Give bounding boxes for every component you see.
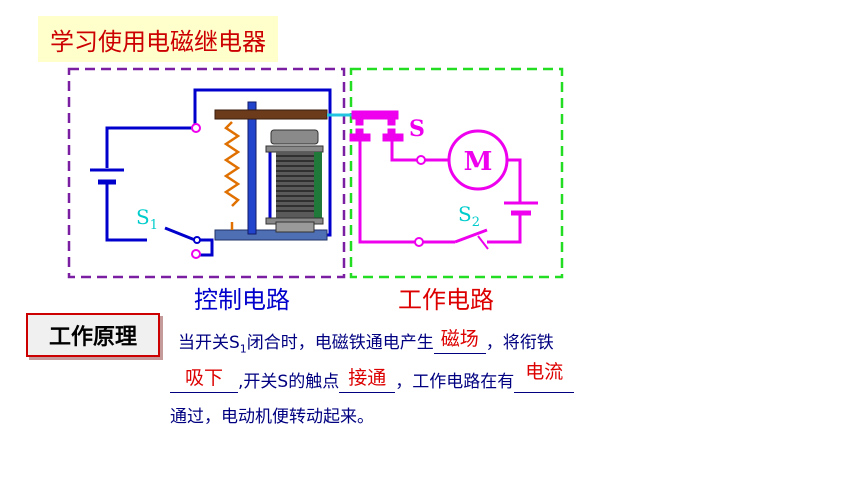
blank-4: 电流 — [514, 361, 575, 393]
principle-badge: 工作原理 — [26, 313, 160, 357]
blank-3: 接通 — [339, 367, 396, 393]
principle-line-3: 通过，电动机便转动起来。 — [170, 407, 374, 427]
principle-badge-text: 工作原理 — [48, 325, 137, 350]
relay-base-plate — [214, 229, 328, 241]
work-circuit-wires — [358, 141, 522, 244]
work-circuit-frame — [349, 67, 564, 279]
switch-s1-pivot — [193, 236, 201, 244]
answer-1: 磁场 — [440, 328, 479, 350]
page-title-text: 学习使用电磁继电器 — [50, 27, 266, 56]
switch-s-terminal — [416, 155, 426, 165]
answer-2: 吸下 — [184, 367, 223, 389]
switch-s1-terminal-a — [191, 123, 201, 133]
control-circuit-caption: 控制电路 — [194, 286, 290, 314]
motor-label: M — [464, 147, 493, 177]
relay-pillar — [247, 101, 257, 235]
spring-icon — [223, 121, 241, 207]
coil-top-flange — [265, 145, 324, 153]
relay-armature — [214, 109, 328, 120]
work-circuit-caption: 工作电路 — [398, 286, 494, 314]
switch-s2-terminal — [414, 237, 424, 247]
switch-s2-label: S2 — [458, 202, 480, 230]
switch-s1-terminal-b — [191, 249, 201, 259]
principle-line-2: 吸下 ,开关S的触点接通 ，工作电路在有电流 — [170, 361, 575, 393]
battery-control-icon — [90, 168, 124, 185]
page-title: 学习使用电磁继电器 — [38, 16, 278, 62]
control-circuit-frame — [67, 67, 346, 279]
principle-line-1: 当开关S1闭合时，电磁铁通电产生磁场 ，将衔铁 — [178, 328, 554, 355]
motor-icon — [447, 129, 509, 191]
answer-3: 接通 — [348, 367, 387, 389]
blank-2: 吸下 — [170, 367, 238, 393]
battery-work-icon — [504, 201, 538, 216]
switch-s2-arrow — [477, 235, 489, 250]
core-top-cap — [270, 129, 319, 145]
switch-s1-label: S1 — [136, 205, 158, 233]
core-bottom-cap — [275, 221, 315, 233]
electromagnet-coil — [276, 152, 322, 218]
blank-1: 磁场 — [433, 328, 486, 354]
answer-4: 电流 — [525, 361, 564, 383]
switch-s-label: S — [409, 116, 425, 142]
relay-contacts-s — [349, 110, 404, 142]
